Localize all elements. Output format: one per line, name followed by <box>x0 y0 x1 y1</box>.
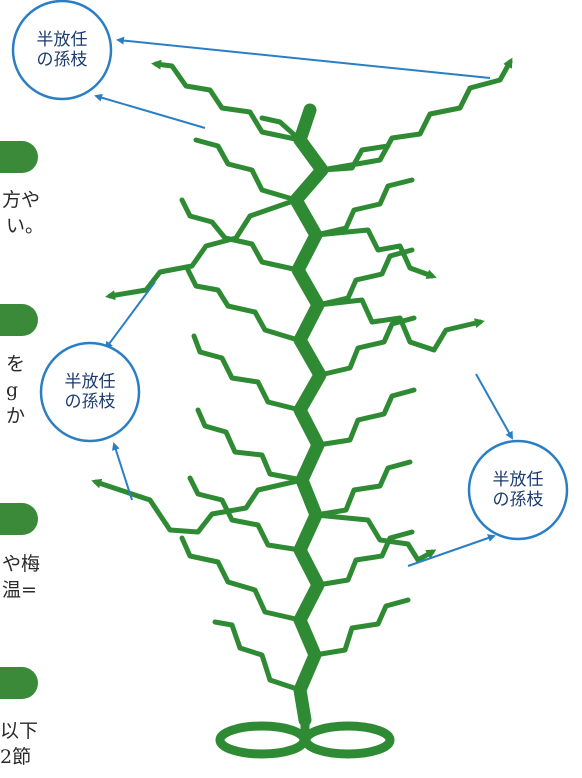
side-text-3: を <box>6 353 26 375</box>
side-text-4: g <box>6 379 19 401</box>
main-stem <box>289 103 329 727</box>
arrow-to-bubble-top-1 <box>116 36 491 79</box>
bubble-right <box>467 439 569 541</box>
bubble-left-line2: の孫枝 <box>64 392 116 412</box>
side-text-2: い。 <box>6 215 45 237</box>
side-text-9: 2節 <box>0 746 32 768</box>
right-branches <box>312 143 417 658</box>
bubble-top-line1: 半放任 <box>36 30 88 50</box>
bubble-top-line2: の孫枝 <box>36 50 88 70</box>
bubble-left-label: 半放任 の孫枝 <box>48 372 132 412</box>
arrow-to-bubble-right-2 <box>407 534 496 567</box>
arrow-to-bubble-left-2 <box>112 442 133 501</box>
side-text-7: 温= <box>2 579 37 601</box>
arrow-to-bubble-right-1 <box>475 373 513 440</box>
bubble-right-line2: の孫枝 <box>492 490 544 510</box>
arrow-to-bubble-top-2 <box>94 93 206 129</box>
section-tab-4 <box>0 667 38 699</box>
bubble-right-label: 半放任 の孫枝 <box>476 470 560 510</box>
bubble-left-line1: 半放任 <box>64 372 116 392</box>
left-branches <box>179 115 305 693</box>
bubble-top-label: 半放任 の孫枝 <box>20 30 104 70</box>
side-text-6: や梅 <box>2 553 41 575</box>
bubble-left <box>39 341 141 443</box>
side-text-5: か <box>6 405 26 427</box>
callout-arrows <box>94 36 513 567</box>
long-branches <box>91 57 513 563</box>
section-tab-3 <box>0 503 38 535</box>
side-text-1: 方や <box>2 189 41 211</box>
arrow-to-bubble-left-1 <box>104 281 156 350</box>
side-text-8: 以下 <box>0 720 39 742</box>
section-tab-2 <box>0 304 38 336</box>
bubble-top <box>11 0 113 101</box>
bubble-right-line1: 半放任 <box>492 470 544 490</box>
section-tab-1 <box>0 141 38 173</box>
